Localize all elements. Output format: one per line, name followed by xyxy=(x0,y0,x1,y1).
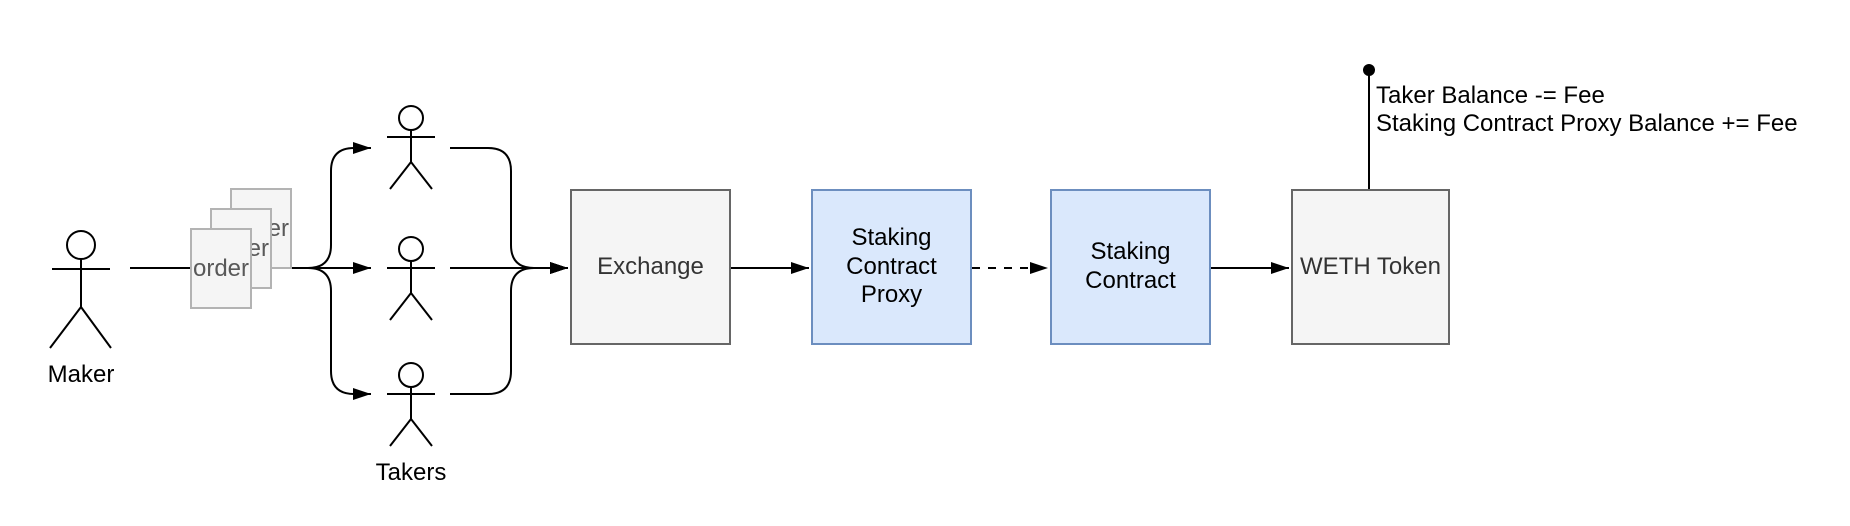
order-document: order xyxy=(190,228,252,309)
weth-token-node: WETH Token xyxy=(1291,189,1450,345)
edge-taker-1-to-exchange xyxy=(450,147,568,274)
annotation-text: Taker Balance -= Fee Staking Contract Pr… xyxy=(1376,82,1798,138)
takers-label: Takers xyxy=(375,459,447,486)
taker-actor-icon xyxy=(387,236,435,321)
maker-label: Maker xyxy=(47,361,115,388)
edge-orders-to-taker-3 xyxy=(291,267,371,400)
staking-contract-node: Staking Contract xyxy=(1050,189,1211,345)
maker-actor-icon xyxy=(49,230,112,349)
annotation-anchor-dot xyxy=(1363,64,1375,76)
annotation-line-2: Staking Contract Proxy Balance += Fee xyxy=(1376,110,1798,137)
staking-contract-proxy-node-label: Staking Contract Proxy xyxy=(846,223,937,309)
weth-token-node-label: WETH Token xyxy=(1300,252,1441,280)
order-document-label: order xyxy=(192,254,250,282)
exchange-node: Exchange xyxy=(570,189,731,345)
annotation-line-1: Taker Balance -= Fee xyxy=(1376,82,1605,109)
edge-orders-to-taker-1 xyxy=(291,142,371,269)
staking-contract-node-label: Staking Contract xyxy=(1085,238,1176,294)
taker-actor-icon xyxy=(387,362,435,447)
staking-contract-proxy-node: Staking Contract Proxy xyxy=(811,189,972,345)
taker-actor-icon xyxy=(387,105,435,190)
exchange-node-label: Exchange xyxy=(597,252,704,280)
edge-taker-3-to-exchange xyxy=(450,262,568,395)
